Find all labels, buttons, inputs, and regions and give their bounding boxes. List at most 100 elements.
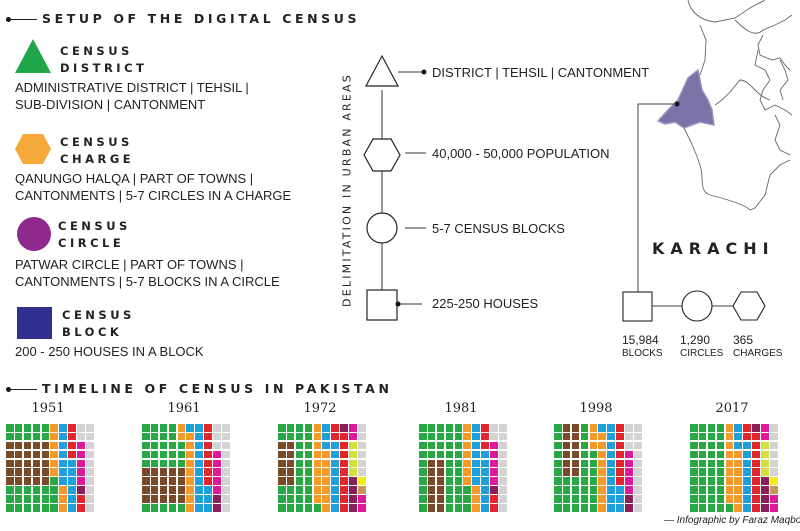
grid-cell xyxy=(770,486,778,494)
circles-circle-icon xyxy=(681,290,713,322)
block-name2: BLOCK xyxy=(62,325,123,339)
grid-cell xyxy=(690,468,698,476)
grid-cell xyxy=(580,477,589,485)
grid-cell xyxy=(50,424,58,432)
grid-cell xyxy=(50,477,58,485)
grid-cell xyxy=(213,468,221,476)
grid-cell xyxy=(177,432,186,441)
grid-cell xyxy=(436,450,445,459)
grid-cell xyxy=(349,450,357,459)
timeline-rule xyxy=(9,389,37,390)
charge-desc-2: CANTONMENTS | 5-7 CIRCLES IN A CHARGE xyxy=(15,188,292,203)
grid-cell xyxy=(562,504,571,512)
year-label: 1951 xyxy=(31,401,65,416)
grid-cell xyxy=(59,495,67,503)
grid-cell xyxy=(340,477,348,485)
delim-circle: 5-7 CENSUS BLOCKS xyxy=(432,221,565,236)
grid-cell xyxy=(454,495,463,503)
grid-cell xyxy=(159,450,168,459)
karachi-map xyxy=(622,0,793,322)
grid-cell xyxy=(168,432,177,441)
grid-cell xyxy=(734,468,742,476)
grid-cell xyxy=(580,468,589,476)
grid-cell xyxy=(168,504,177,512)
grid-cell xyxy=(286,477,295,485)
grid-cell xyxy=(463,450,471,459)
grid-cell xyxy=(598,450,606,459)
grid-cell xyxy=(427,441,436,450)
grid-cell xyxy=(472,450,480,459)
grid-cell xyxy=(358,468,366,476)
grid-cell xyxy=(349,504,357,512)
grid-cell xyxy=(177,477,186,485)
grid-cell xyxy=(634,432,642,441)
grid-cell xyxy=(616,486,624,494)
grid-cell xyxy=(690,424,698,432)
grid-cell xyxy=(204,486,212,494)
grid-cell xyxy=(313,468,322,476)
grid-cell xyxy=(6,486,14,494)
grid-cell xyxy=(589,495,598,503)
grid-cell xyxy=(86,424,94,432)
grid-cell xyxy=(278,441,286,450)
grid-cell xyxy=(707,424,716,432)
grid-cell xyxy=(150,459,159,468)
grid-cell xyxy=(86,459,94,468)
grid-cell xyxy=(322,441,330,450)
grid-cell xyxy=(86,477,94,485)
year-label: 1961 xyxy=(167,401,201,416)
grid-cell xyxy=(213,477,221,485)
grid-cell xyxy=(427,495,436,503)
grid-cell xyxy=(322,450,330,459)
grid-cell xyxy=(752,495,760,503)
grid-cell xyxy=(607,504,615,512)
grid-cell xyxy=(86,504,94,512)
grid-cell xyxy=(331,495,339,503)
grid-cell xyxy=(295,504,304,512)
circle-desc-2: CANTONMENTS | 5-7 BLOCKS IN A CIRCLE xyxy=(15,274,280,289)
grid-cell xyxy=(59,424,67,432)
grid-cell xyxy=(761,459,769,468)
grid-cell xyxy=(562,468,571,476)
grid-cell xyxy=(580,459,589,468)
grid-cell xyxy=(213,486,221,494)
grid-cell xyxy=(490,504,498,512)
grid-cell xyxy=(436,468,445,476)
grid-cell xyxy=(142,432,150,441)
grid-cell xyxy=(463,495,471,503)
stat-circles-label: CIRCLES xyxy=(680,348,724,359)
grid-cell xyxy=(698,441,707,450)
grid-cell xyxy=(358,495,366,503)
grid-cell xyxy=(222,486,230,494)
grid-cell xyxy=(313,486,322,494)
grid-cell xyxy=(625,424,633,432)
grid-cell xyxy=(616,468,624,476)
grid-cell xyxy=(761,450,769,459)
grid-cell xyxy=(698,424,707,432)
grid-cell xyxy=(340,432,348,441)
charge-name2: CHARGE xyxy=(60,152,135,166)
grid-cell xyxy=(77,441,85,450)
grid-cell xyxy=(304,432,313,441)
grid-cell xyxy=(159,495,168,503)
census-grid-1951 xyxy=(6,424,94,512)
grid-cell xyxy=(607,495,615,503)
grid-cell xyxy=(331,504,339,512)
grid-cell xyxy=(150,441,159,450)
grid-cell xyxy=(304,424,313,432)
grid-cell xyxy=(204,459,212,468)
year-label: 1972 xyxy=(303,401,337,416)
grid-cell xyxy=(445,424,454,432)
grid-cell xyxy=(14,477,23,485)
grid-cell xyxy=(177,486,186,494)
grid-cell xyxy=(177,468,186,476)
grid-cell xyxy=(41,450,50,459)
grid-cell xyxy=(358,486,366,494)
triangle-icon xyxy=(15,39,51,73)
year-label: 1998 xyxy=(579,401,613,416)
grid-cell xyxy=(322,432,330,441)
grid-cell xyxy=(454,477,463,485)
grid-cell xyxy=(580,495,589,503)
grid-cell xyxy=(734,432,742,441)
grid-cell xyxy=(571,424,580,432)
